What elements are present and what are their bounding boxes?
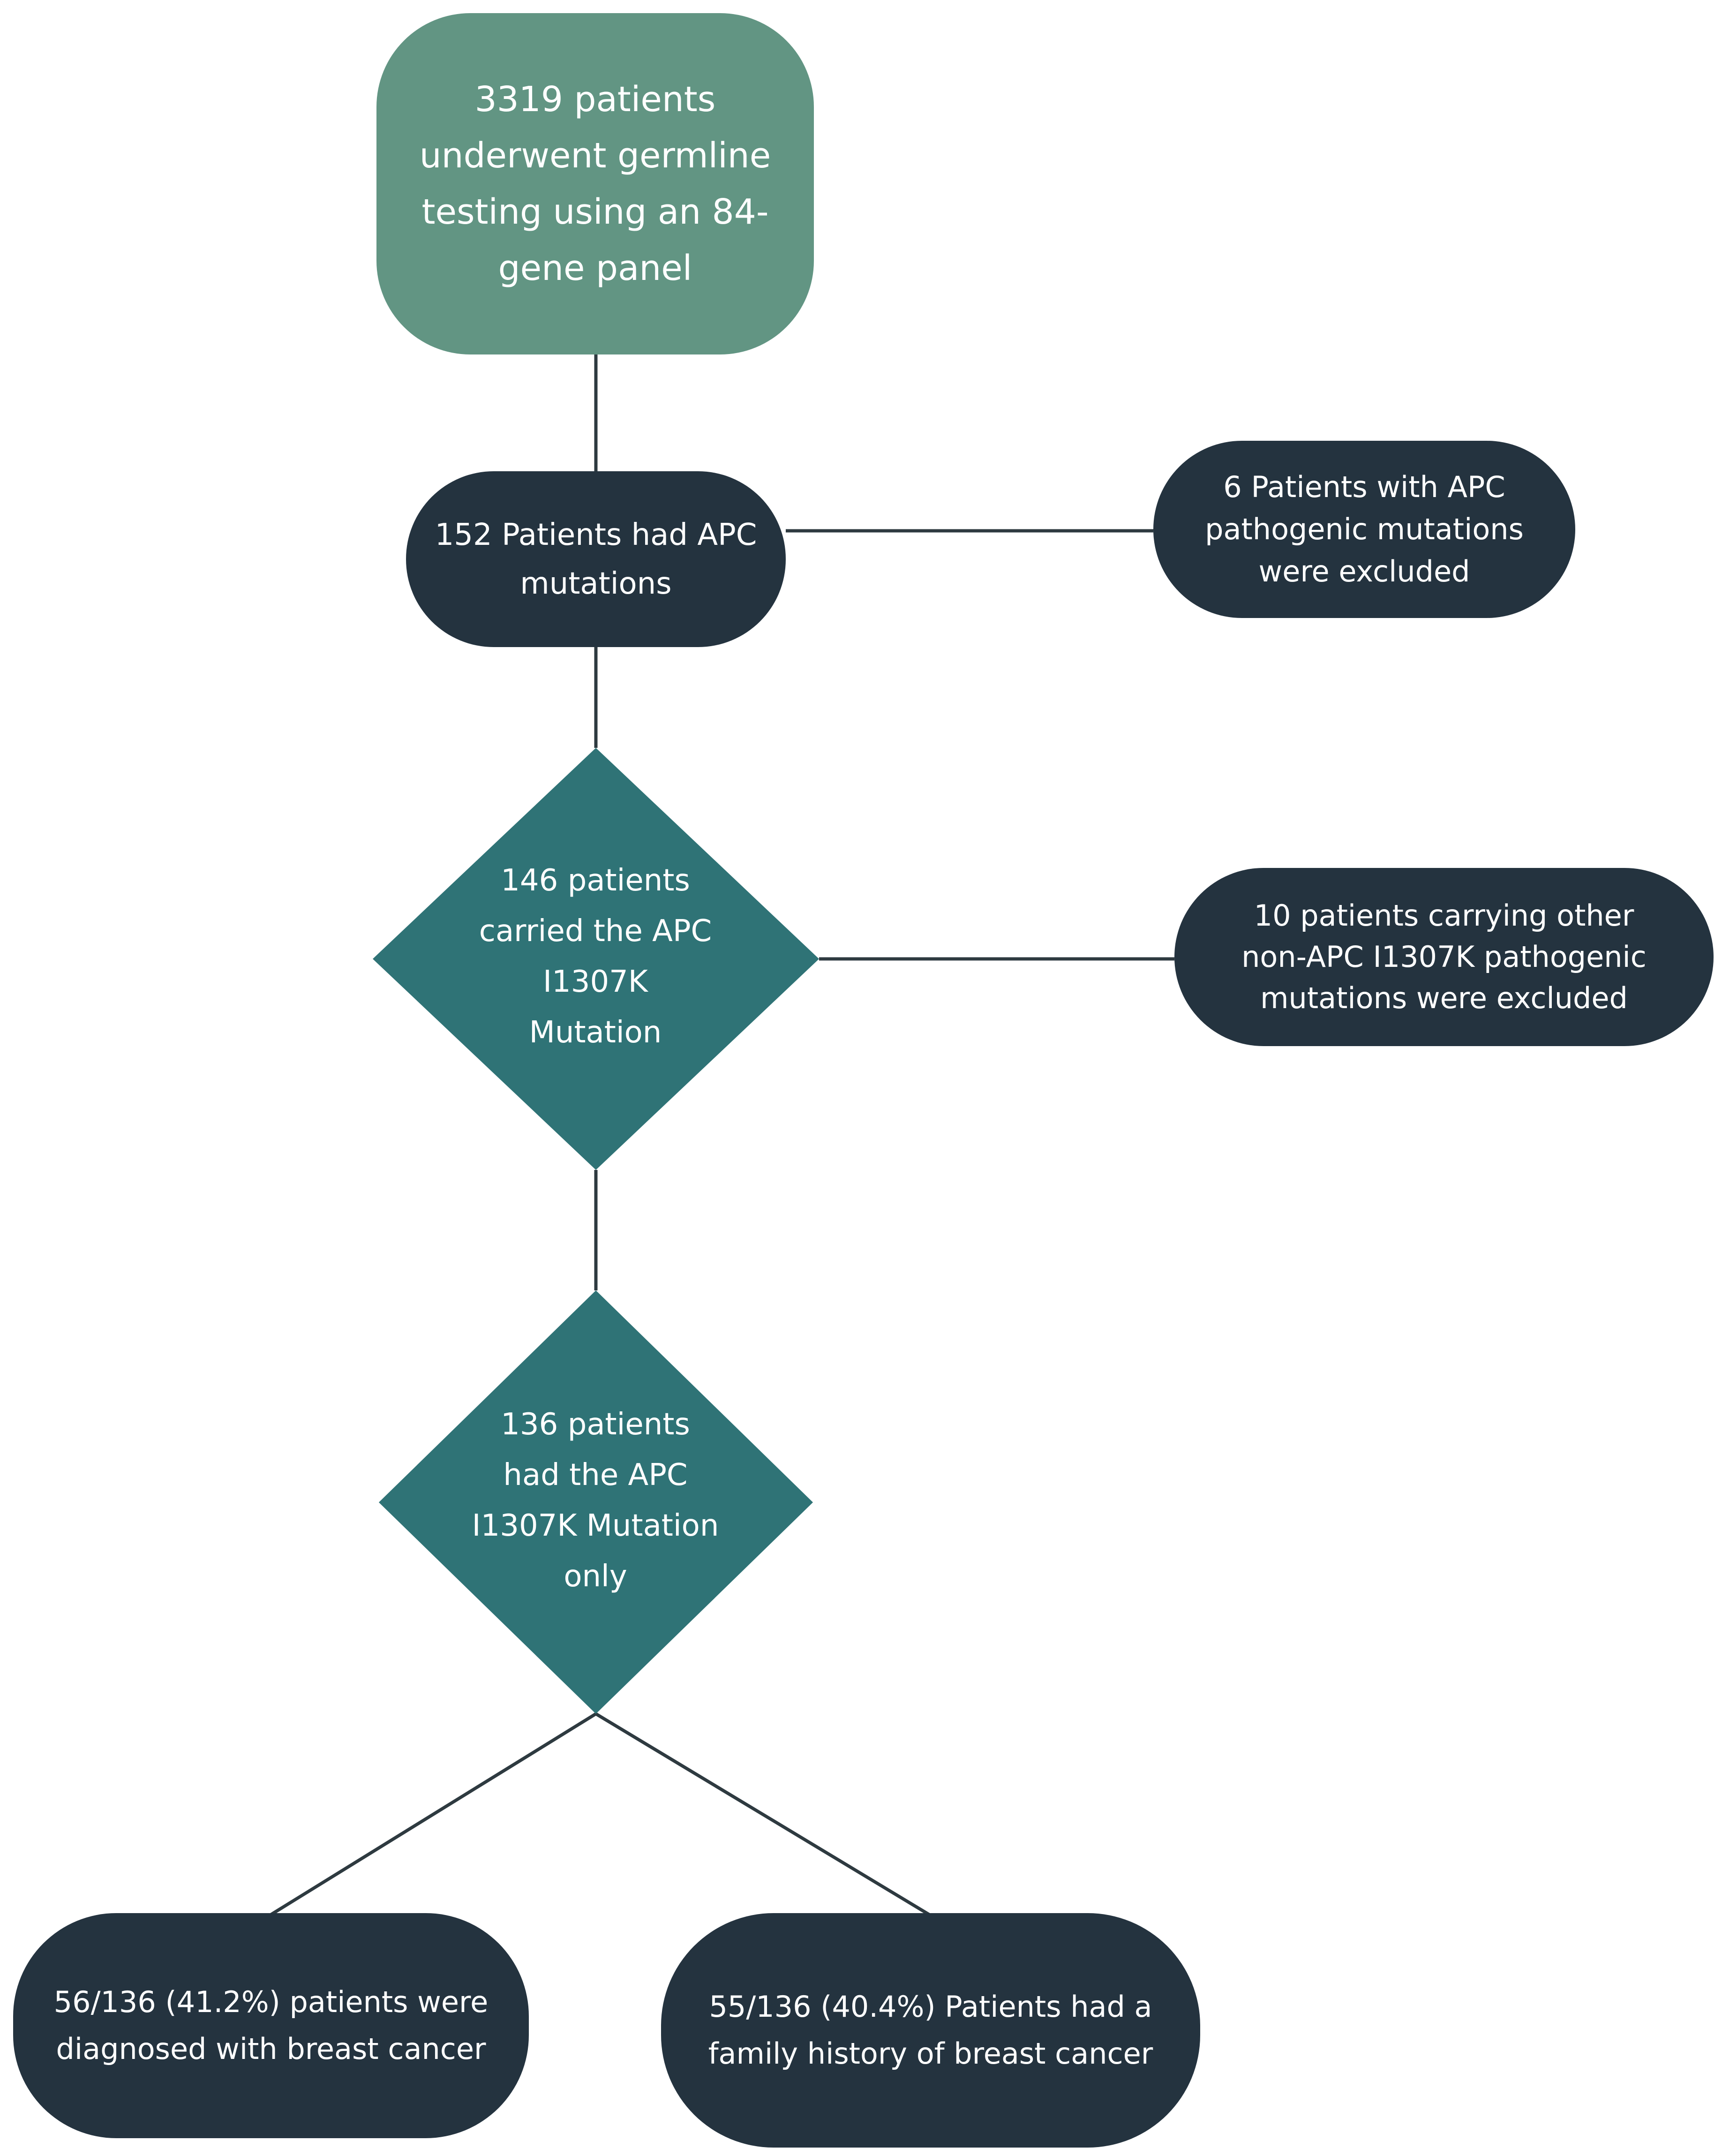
diamond-i1307k-only [379, 1290, 813, 1714]
connector-only-to-family-history [595, 1712, 932, 1917]
node-excluded-pathogenic: 6 Patients with APC pathogenic mutations… [1153, 441, 1575, 618]
node-apc-mutations: 152 Patients had APC mutations [406, 471, 786, 647]
diamond-i1307k-only-label: 136 patients had the APC I1307K Mutation… [472, 1407, 719, 1594]
node-family-history-label: 55/136 (40.4%) Patients had a family his… [708, 1990, 1153, 2071]
node-excluded-pathogenic-label: 6 Patients with APC pathogenic mutations… [1205, 470, 1524, 588]
start-node-label: 3319 patients underwent germline testing… [419, 79, 771, 288]
connector-only-to-breast-cancer [269, 1712, 597, 1917]
diamond-carried-i1307k-label: 146 patients carried the APC I1307K Muta… [479, 863, 712, 1050]
diamond-carried-i1307k-text: 146 patients carried the APC I1307K Muta… [422, 769, 769, 1144]
node-family-history: 55/136 (40.4%) Patients had a family his… [661, 1913, 1200, 2148]
start-node-germline-testing: 3319 patients underwent germline testing… [376, 13, 814, 354]
node-breast-cancer-diagnosed-label: 56/136 (41.2%) patients were diagnosed w… [53, 1985, 489, 2066]
diamond-carried-i1307k [373, 748, 819, 1170]
diamond-i1307k-only-text: 136 patients had the APC I1307K Mutation… [431, 1313, 759, 1688]
node-excluded-other-label: 10 patients carrying other non-APC I1307… [1241, 898, 1647, 1015]
node-breast-cancer-diagnosed: 56/136 (41.2%) patients were diagnosed w… [13, 1913, 529, 2138]
node-excluded-other: 10 patients carrying other non-APC I1307… [1174, 868, 1714, 1046]
node-apc-mutations-label: 152 Patients had APC mutations [435, 517, 757, 601]
